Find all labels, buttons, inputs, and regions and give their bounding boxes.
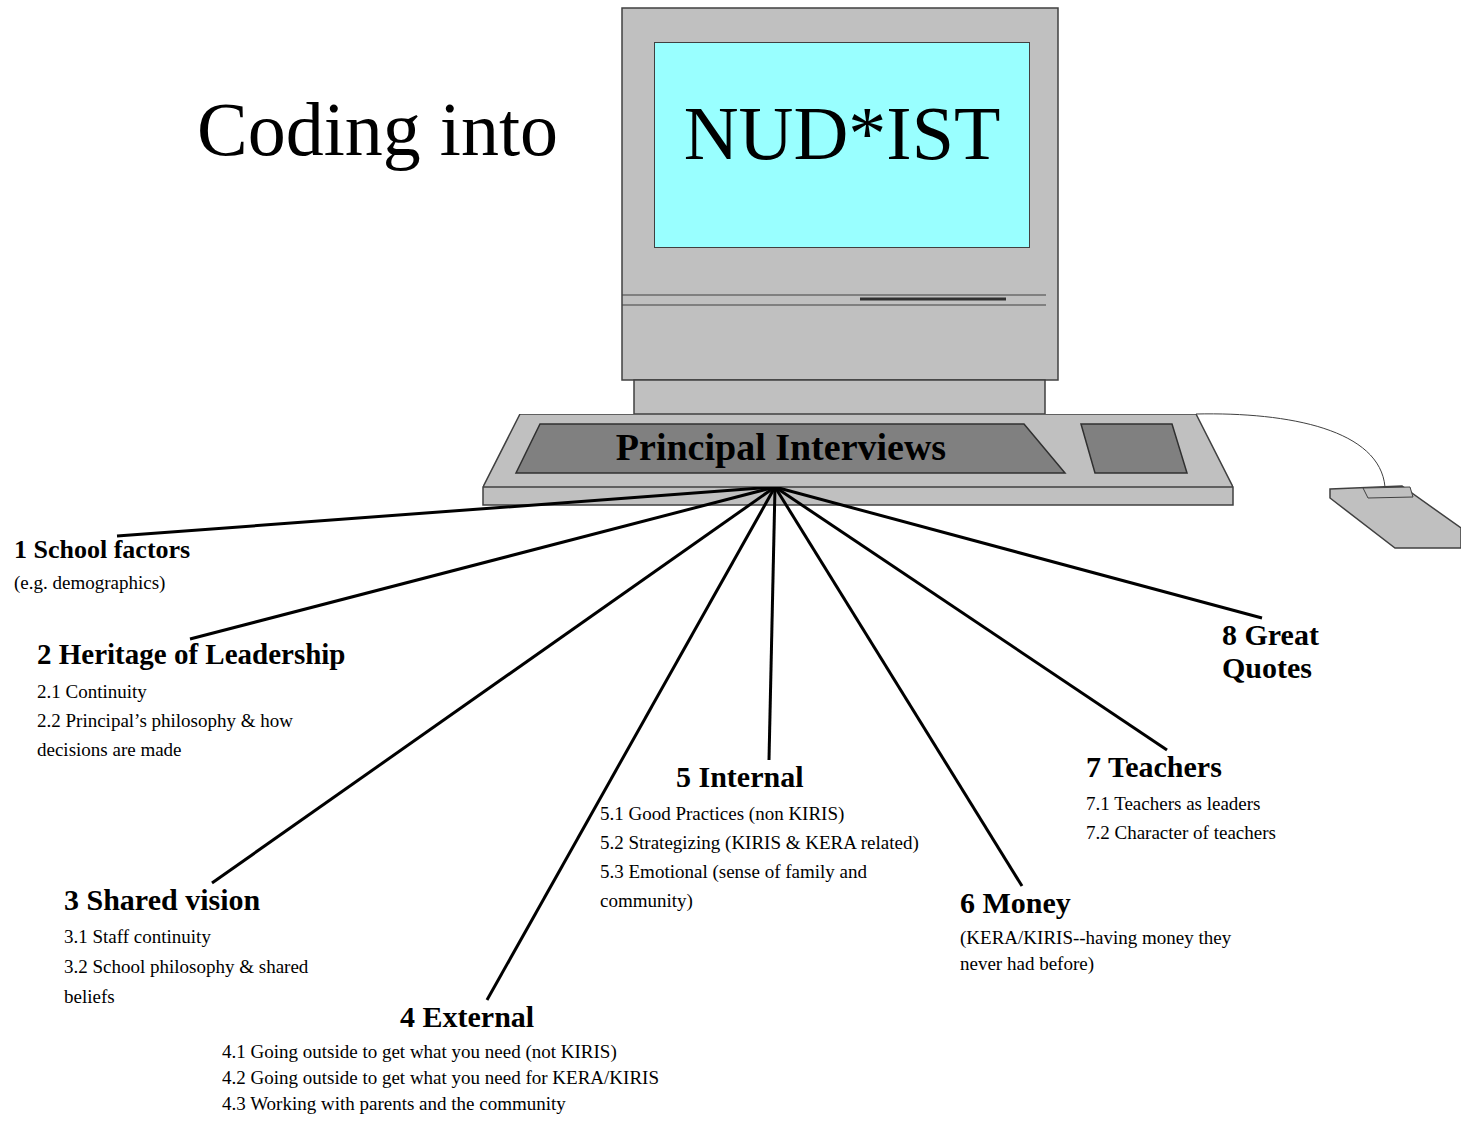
- category-node: 2 Heritage of Leadership 2.1 Continuity2.…: [37, 639, 345, 764]
- category-node: 1 School factors (e.g. demographics): [14, 536, 190, 595]
- monitor-body: [622, 8, 1058, 380]
- radiating-line: [190, 487, 775, 639]
- category-heading: 7 Teachers: [1086, 750, 1276, 783]
- category-node: 8 Great Quotes: [1222, 618, 1362, 690]
- keyboard-body: [483, 414, 1233, 487]
- category-node: 5 Internal 5.1 Good Practices (non KIRIS)…: [600, 760, 930, 915]
- category-heading: 1 School factors: [14, 536, 190, 565]
- subcategory-text: 3.2 School philosophy & shared beliefs: [64, 952, 324, 1012]
- mouse: [1330, 486, 1461, 548]
- subcategory-text: (KERA/KIRIS--having money they never had…: [960, 925, 1250, 977]
- category-heading: 4 External: [222, 1000, 659, 1033]
- subcategory-text: (e.g. demographics): [14, 571, 190, 595]
- subcategory-text: 5.3 Emotional (sense of family and commu…: [600, 857, 930, 915]
- category-node: 3 Shared vision 3.1 Staff continuity3.2 S…: [64, 883, 324, 1012]
- monitor-screen: NUD*IST: [654, 42, 1030, 248]
- subcategory-text: 7.2 Character of teachers: [1086, 818, 1276, 847]
- subcategory-text: 4.1 Going outside to get what you need (…: [222, 1039, 659, 1065]
- keyboard-base: [483, 487, 1233, 505]
- keyboard-label: Principal Interviews: [516, 427, 1046, 467]
- radiating-line: [769, 487, 775, 760]
- subcategory-text: 4.2 Going outside to get what you need f…: [222, 1065, 659, 1091]
- key-area: [516, 424, 1065, 473]
- category-node: 7 Teachers 7.1 Teachers as leaders7.2 Cha…: [1086, 750, 1276, 847]
- subcategory-text: 7.1 Teachers as leaders: [1086, 789, 1276, 818]
- mouse-button: [1363, 487, 1413, 498]
- radiating-line: [775, 487, 1167, 750]
- category-heading: 6 Money: [960, 886, 1250, 919]
- category-node: 4 External 4.1 Going outside to get what …: [222, 1000, 659, 1117]
- subcategory-text: 5.2 Strategizing (KIRIS & KERA related): [600, 828, 930, 857]
- monitor-line: [622, 305, 1046, 306]
- screen-text: NUD*IST: [684, 95, 1001, 171]
- radiating-line: [775, 487, 1022, 886]
- radiating-line: [487, 487, 775, 1000]
- monitor-line: [622, 295, 1046, 296]
- category-heading: 3 Shared vision: [64, 883, 324, 916]
- monitor-stand: [634, 380, 1045, 414]
- subcategory-text: 3.1 Staff continuity: [64, 922, 324, 952]
- title-text: Coding into: [197, 84, 558, 174]
- category-heading: 8 Great Quotes: [1222, 618, 1362, 684]
- category-heading: 2 Heritage of Leadership: [37, 639, 345, 671]
- drive-slot: [860, 298, 1006, 301]
- subcategory-text: 5.1 Good Practices (non KIRIS): [600, 799, 930, 828]
- keyboard: Principal Interviews: [483, 414, 1233, 487]
- category-node: 6 Money (KERA/KIRIS--having money they ne…: [960, 886, 1250, 977]
- subcategory-text: 2.1 Continuity: [37, 677, 307, 706]
- subcategory-text: 4.3 Working with parents and the communi…: [222, 1091, 659, 1117]
- subcategory-text: 2.2 Principal’s philosophy & how decisio…: [37, 706, 307, 764]
- keypad-area: [1081, 424, 1187, 473]
- radiating-line: [775, 487, 1262, 618]
- category-heading: 5 Internal: [600, 760, 930, 793]
